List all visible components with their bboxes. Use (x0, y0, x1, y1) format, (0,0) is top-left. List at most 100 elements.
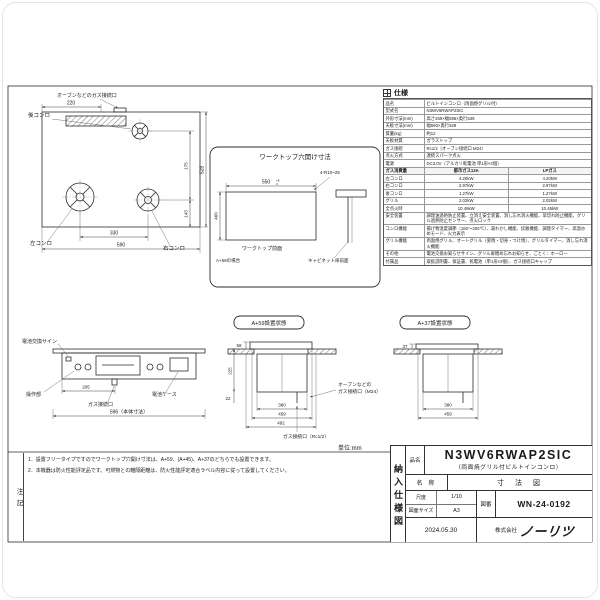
spec-row-label: グリル機能 (384, 237, 425, 250)
drawing-name-row: 名称 寸法図 (406, 475, 592, 491)
spec-gas-header-row: ガス消費量 都市ガス13A LPガス (384, 166, 591, 174)
exhaust-vent (65, 115, 127, 127)
tolerance-label: +8 (276, 179, 280, 183)
right-burner-label: 右コンロ (163, 244, 185, 252)
note-item: 2．本機器は防火性能評定品です。可燃物との離隔距離は、防火性能評定適合ラベル内容… (28, 468, 290, 474)
body-outline (61, 352, 197, 380)
spec-row-value: 両面焼グリル、オートグリル（姿焼・切身・つけ焼）、グリルタイマー、消し忘れ消火機… (426, 238, 588, 249)
spec-row-label: 外形寸法(mm) (384, 115, 425, 122)
spec-row-value: Rc1/2（オーブン接続口 M24） (426, 145, 486, 151)
oven-gas-m24-label-line1: オーブンなどの (338, 381, 371, 388)
section-a37: A+37設置状態 37 380 459 (393, 315, 503, 420)
dim-label: 528 (200, 166, 206, 175)
dim-label: 459 (444, 412, 452, 417)
dim-label: 590 (117, 243, 126, 249)
dim-label: 459 (278, 412, 286, 417)
spec-row: 品名 ビルトインコンロ（両面焼グリル付） (384, 99, 591, 107)
knob (156, 363, 164, 371)
gas-row-13a: 10.46kW (425, 205, 509, 212)
notes-list: 1．設置フリータイプですのでワークトップ穴開け寸法は、A+59、(A+45)、A… (28, 456, 384, 478)
cutout-outline (225, 191, 317, 241)
sheet-border (7, 85, 593, 543)
spec-icon (383, 89, 391, 97)
dim-label: 596（本体寸法） (110, 409, 148, 416)
oven-gas-m24-label-line2: ガス接続口（M24） (338, 388, 381, 395)
oven-gas-label: オーブンなどのガス接続口 (57, 92, 117, 99)
spec-gas-row: 後コンロ 1.27kW 1.27kW (384, 189, 591, 197)
date-company-row: 2024.05.30 株式会社 ノーリツ (406, 518, 592, 542)
spec-row-value: 調理油過熱防止装置、立消え安全装置、消し忘れ消火機能、早切れ防止機能、グリル過熱… (426, 213, 586, 224)
company-prefix: 株式会社 (494, 528, 517, 534)
gas-row-lp: 4.20kW (542, 175, 558, 181)
spec-row: 電源 DC3.0V（アルカリ乾電池 単1形×2個） (384, 159, 591, 167)
dim-label: 22 (225, 396, 231, 401)
size-subrow: 図面サイズ A3 (406, 504, 476, 517)
spec-row-label: 天板材質 (384, 137, 425, 144)
company-cell: 株式会社 ノーリツ (477, 518, 592, 542)
gas-row-lp: 10.46kW (541, 205, 559, 211)
gas-inlet-label: ガス接続口 (88, 401, 113, 408)
grill-door (95, 355, 141, 376)
knob (146, 363, 154, 371)
knob (84, 363, 92, 371)
case-label: A+59の場合 (216, 257, 241, 264)
gas-row-label: 右コンロ (384, 182, 425, 189)
spec-row-label: 天板寸法(mm) (384, 122, 425, 129)
left-burner-symbol (62, 179, 98, 215)
gas-row-13a: 2.97kW (425, 182, 509, 189)
spec-gas-row: グリル 2.02kW 2.02kW (384, 196, 591, 204)
product-name: N3WV6RWAP2SIC (444, 447, 573, 462)
dim-label: 492 (277, 421, 285, 426)
spec-row-value: 電池交換お知らせサイン、グリル扉閉め忘れお知らせ、ごとく：ホーロー (426, 251, 568, 257)
spec-row-label: 質量(kg) (384, 130, 425, 137)
spec-row: 質量(kg) 約12 (384, 129, 591, 137)
spec-row-label: 電源 (384, 160, 425, 167)
spec-row: その他 電池交換お知らせサイン、グリル扉閉め忘れお知らせ、ごとく：ホーロー (384, 249, 591, 258)
dim-label: 380 (278, 403, 286, 408)
spec-row: コンロ機能 揚げ物温度調節（160〜200℃）、湯わかし機能、炊飯機能、調理タイ… (384, 224, 591, 237)
dim-label: 460 (214, 212, 219, 220)
gas-rc12-label: ガス接続口（Rc1/2） (283, 433, 329, 440)
spec-row-label: 付属品 (384, 258, 425, 265)
spec-row-value: ビルトインコンロ（両面焼グリル付） (426, 100, 500, 106)
dim-label: 220 (67, 101, 76, 107)
product-cell: N3WV6RWAP2SIC （両面焼グリル付ビルトインコンロ） (425, 446, 592, 474)
size-label: 図面サイズ (406, 504, 437, 517)
dim-label: 175 (184, 162, 189, 170)
spec-row-label: ガス接続 (384, 145, 425, 152)
spec-row: 点火方式 連続スパーク点火 (384, 151, 591, 159)
spec-top-rows: 品名 ビルトインコンロ（両面焼グリル付） 型式名 N3WV6RWAP2SIC 外… (384, 99, 591, 167)
spec-row: グリル機能 両面焼グリル、オートグリル（姿焼・切身・つけ焼）、グリルタイマー、消… (384, 236, 591, 250)
spec-row: 型式名 N3WV6RWAP2SIC (384, 106, 591, 114)
dim-label: 37 (402, 344, 408, 349)
gas-header-13a: 都市ガス13A (425, 167, 509, 174)
gas-row-label: 後コンロ (384, 190, 425, 197)
spec-row: 天板寸法(mm) 幅590×奥行528 (384, 121, 591, 129)
gas-header-lp: LPガス (508, 167, 591, 174)
spec-row-value: ガラストップ (426, 138, 453, 143)
note-item: 1．設置フリータイプですのでワークトップ穴開け寸法は、A+59、(A+45)、A… (28, 457, 274, 463)
a59-title: A+59設置状態 (252, 319, 287, 327)
counter-slab (473, 348, 503, 355)
spec-row-label: 安全装置 (384, 212, 425, 225)
scale-number-row: 尺度 1/10 図面サイズ A3 図番 WN-24-0192 (406, 491, 592, 518)
rear-burner-label: 後コンロ (28, 111, 50, 119)
spec-row: ガス接続 Rc1/2（オーブン接続口 M24） (384, 144, 591, 152)
product-label: 品名 (406, 446, 425, 474)
spec-title: 仕様 (394, 90, 408, 97)
gas-row-lp: 1.27kW (542, 190, 558, 196)
dim-label: 550 (262, 180, 271, 186)
spec-row-value: N3WV6RWAP2SIC (426, 108, 464, 113)
spec-row: 外形寸法(mm) 高さ269×幅596×奥行539 (384, 114, 591, 122)
spec-row: 安全装置 調理油過熱防止装置、立消え安全装置、消し忘れ消火機能、早切れ防止機能、… (384, 211, 591, 225)
delivery-spec-vertical-label: 納入仕様図 (391, 446, 406, 542)
spec-table-body: 品名 ビルトインコンロ（両面焼グリル付） 型式名 N3WV6RWAP2SIC 外… (383, 98, 592, 266)
spec-row-value: 連続スパーク点火 (426, 153, 461, 158)
gas-row-13a: 1.27kW (425, 190, 509, 197)
cabinet-front-label: キャビネット扉前面 (308, 257, 349, 264)
spec-row-label: コンロ機能 (384, 225, 425, 237)
spec-row: 付属品 取扱説明書、保証書、乾電池（単1形×2個）、ガス接続口キャップ (384, 257, 591, 265)
drawing-number-cell: 図番 WN-24-0192 (477, 491, 592, 517)
scale-value: 1/10 (451, 494, 462, 501)
